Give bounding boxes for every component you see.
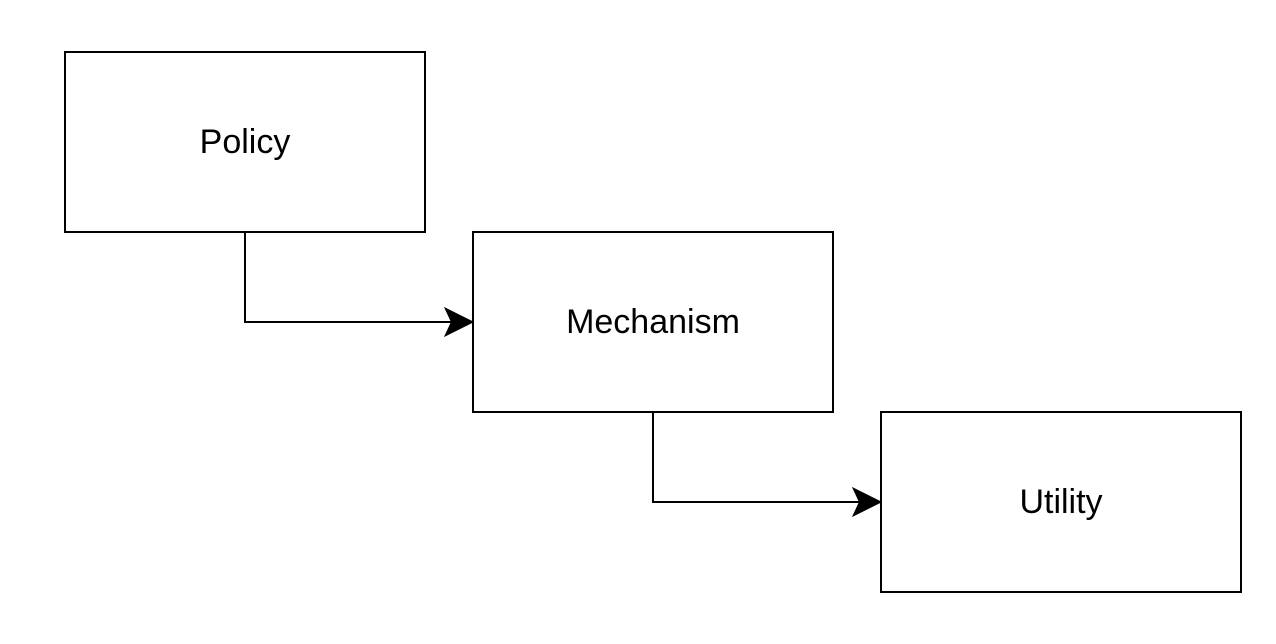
node-label: Utility (1019, 483, 1103, 521)
node-label: Mechanism (566, 303, 740, 341)
edge-line (652, 412, 860, 503)
node-policy[interactable]: Policy (64, 51, 426, 233)
arrowhead-icon (443, 306, 475, 338)
arrowhead-icon (851, 486, 883, 518)
node-mechanism[interactable]: Mechanism (472, 231, 834, 413)
edge-line (244, 232, 452, 323)
edge-policy-to-mechanism (244, 232, 475, 338)
edge-mechanism-to-utility (652, 412, 883, 518)
node-label: Policy (199, 123, 291, 161)
node-utility[interactable]: Utility (880, 411, 1242, 593)
